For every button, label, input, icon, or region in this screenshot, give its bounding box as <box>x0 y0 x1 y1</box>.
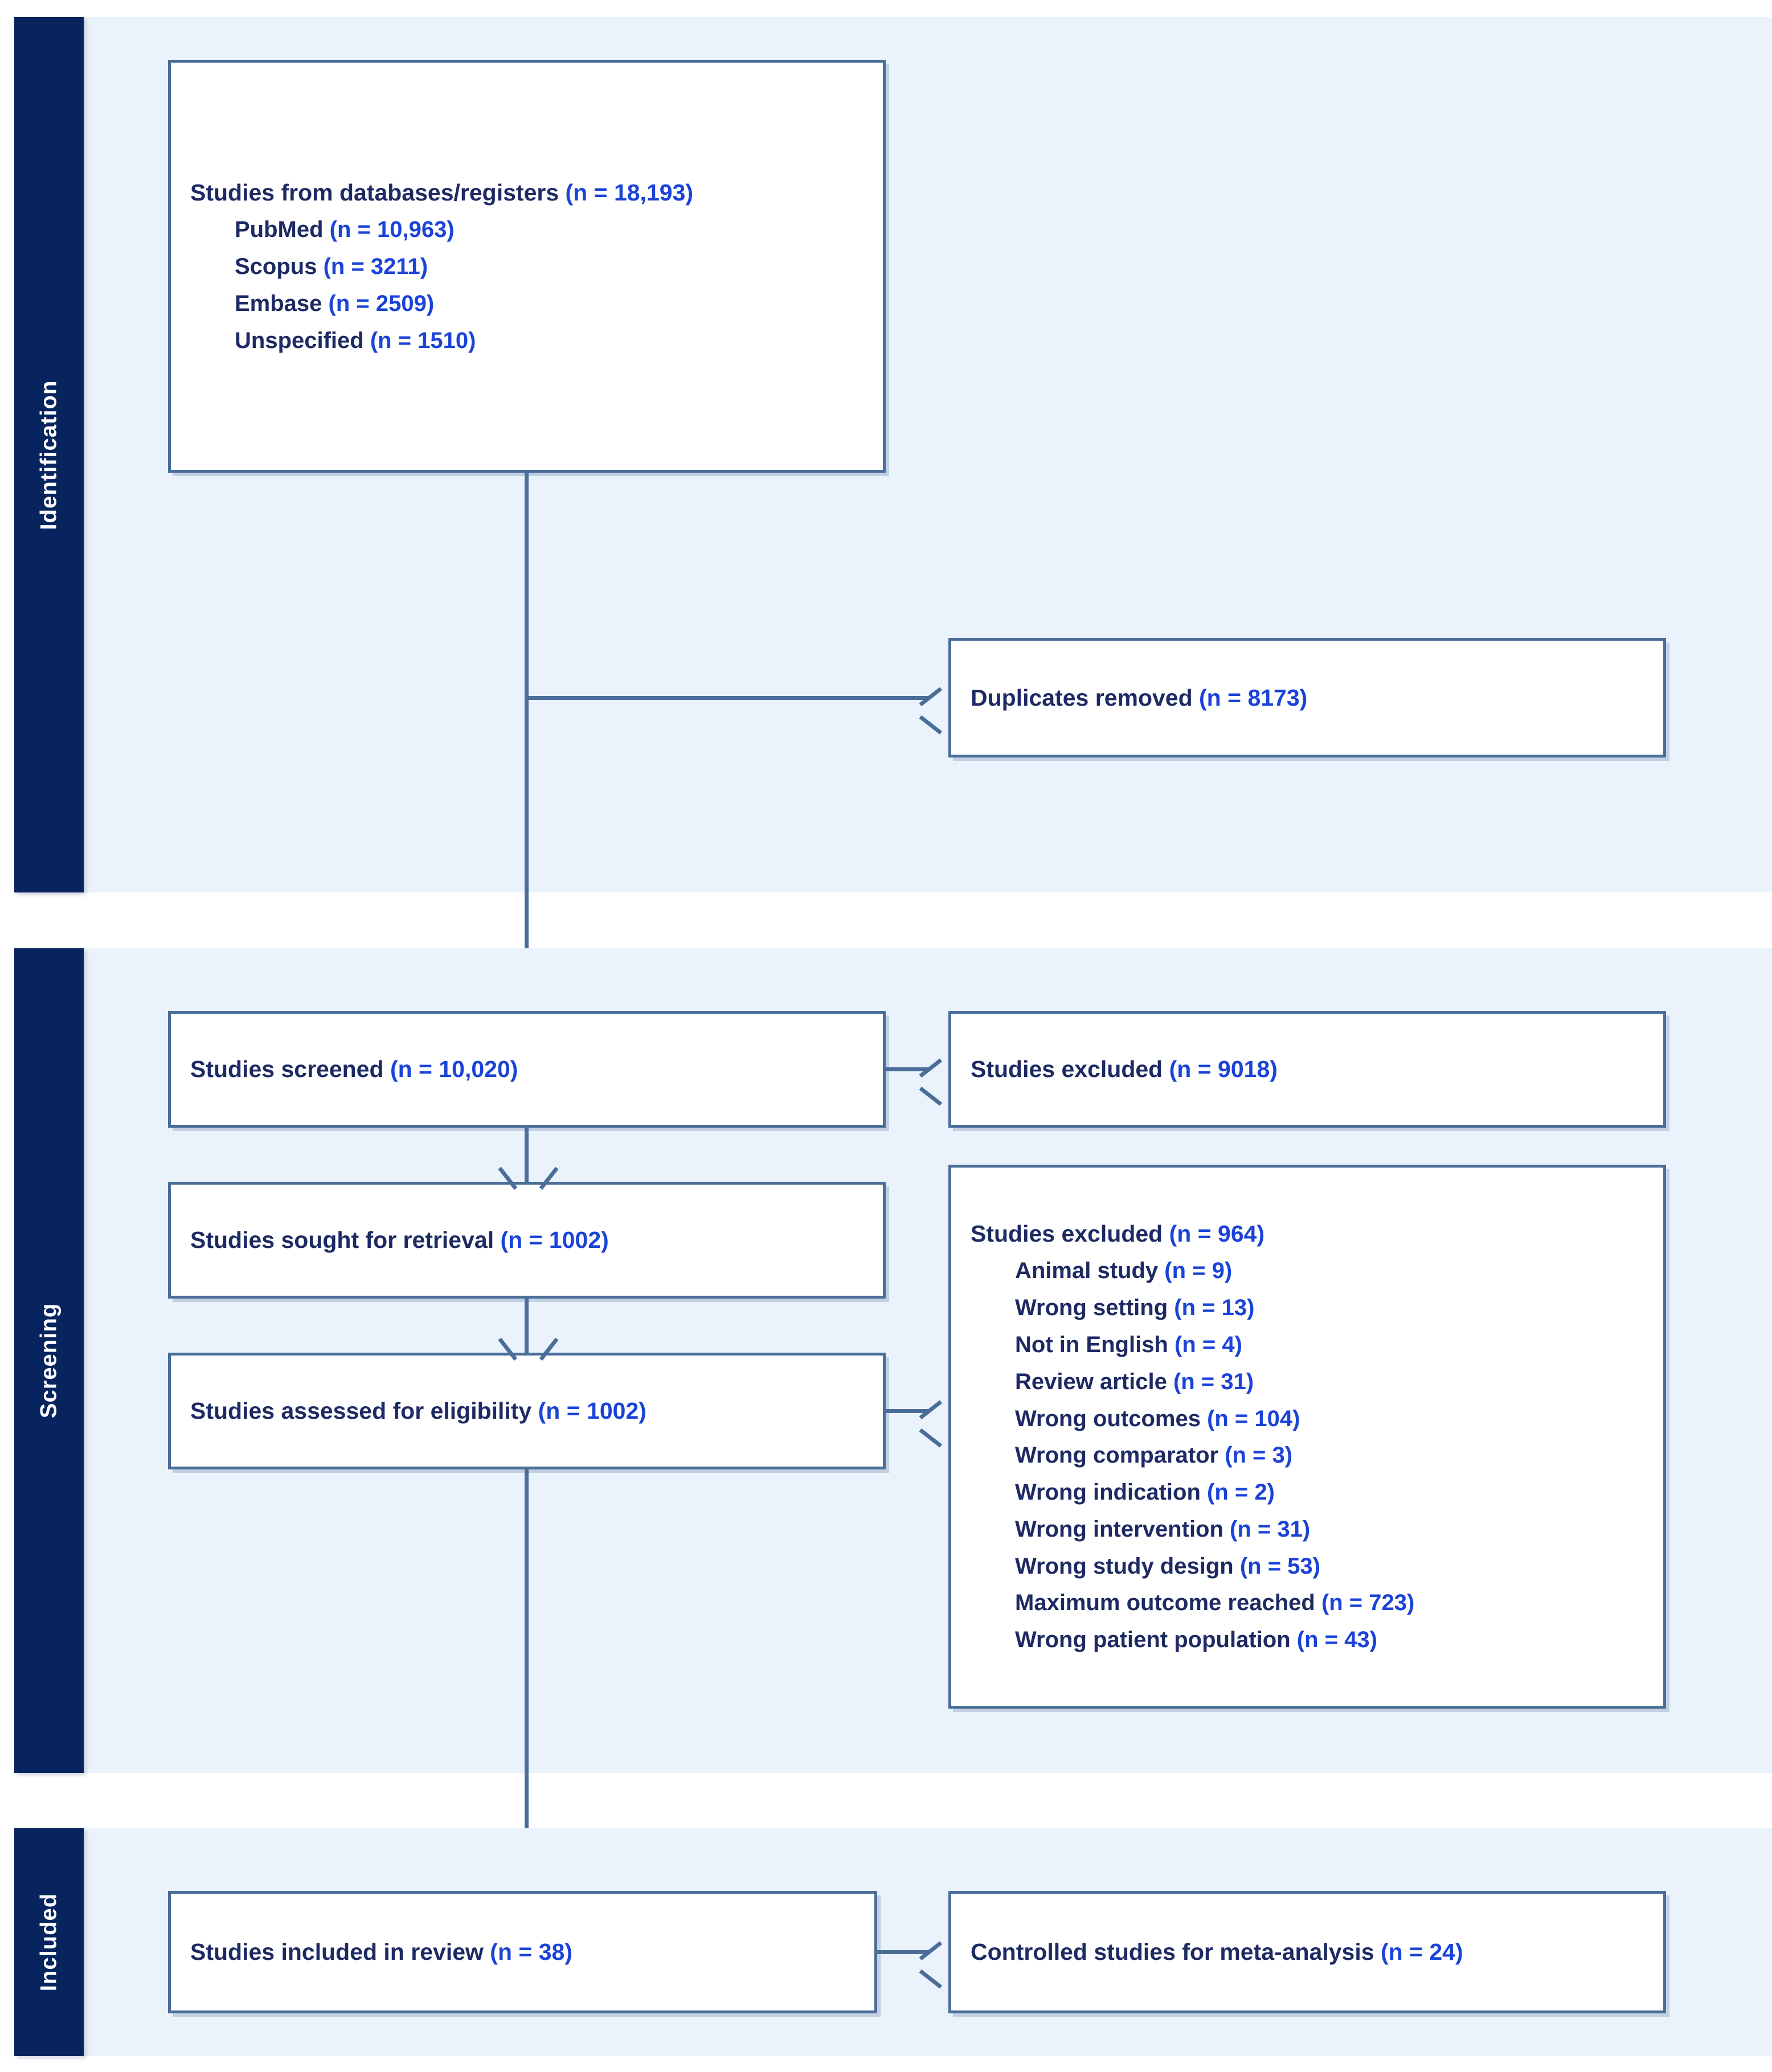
source-item-unspecified: Unspecified (n = 1510) <box>235 327 476 353</box>
stage-bar-included: Included <box>14 1828 84 2056</box>
node-sought-for-retrieval: Studies sought for retrieval (n = 1002) <box>168 1182 886 1299</box>
records-identified-title: Studies from databases/registers (n = 18… <box>190 179 694 206</box>
node-studies-excluded-eligibility: Studies excluded (n = 964) Animal study … <box>948 1165 1666 1709</box>
node-studies-screened: Studies screened (n = 10,020) <box>168 1011 886 1128</box>
node-assessed-for-eligibility: Studies assessed for eligibility (n = 10… <box>168 1353 886 1469</box>
connector-to-meta-analysis <box>877 1950 928 1954</box>
studies-excluded-eligibility-title: Studies excluded (n = 964) <box>971 1220 1265 1247</box>
exclusion-reason-maximum-outcome-reached: Maximum outcome reached (n = 723) <box>1015 1590 1415 1616</box>
connector-identification-spine <box>525 473 529 1021</box>
exclusion-reason-review-article: Review article (n = 31) <box>1015 1369 1254 1394</box>
node-records-identified: Studies from databases/registers (n = 18… <box>168 60 886 473</box>
studies-screened-title: Studies screened (n = 10,020) <box>190 1056 518 1083</box>
connector-retrieval-to-eligibility <box>525 1299 529 1353</box>
source-item-scopus: Scopus (n = 3211) <box>235 253 428 279</box>
assessed-for-eligibility-title: Studies assessed for eligibility (n = 10… <box>190 1398 646 1424</box>
node-studies-excluded-screening: Studies excluded (n = 9018) <box>948 1011 1666 1128</box>
connector-to-duplicates-removed <box>525 696 928 700</box>
studies-excluded-screening-title: Studies excluded (n = 9018) <box>971 1056 1278 1083</box>
stage-label-identification: Identification <box>36 380 62 530</box>
exclusion-reason-animal-study: Animal study (n = 9) <box>1015 1258 1233 1284</box>
exclusion-reason-wrong-intervention: Wrong intervention (n = 31) <box>1015 1516 1311 1542</box>
exclusion-reason-wrong-comparator: Wrong comparator (n = 3) <box>1015 1443 1293 1468</box>
included-in-review-title: Studies included in review (n = 38) <box>190 1939 572 1965</box>
node-duplicates-removed: Duplicates removed (n = 8173) <box>948 638 1666 757</box>
stage-label-screening: Screening <box>36 1303 62 1419</box>
duplicates-removed-title: Duplicates removed (n = 8173) <box>971 684 1308 711</box>
meta-analysis-title: Controlled studies for meta-analysis (n … <box>971 1939 1463 1965</box>
connector-to-studies-excluded-screening <box>886 1067 928 1071</box>
exclusion-reason-wrong-indication: Wrong indication (n = 2) <box>1015 1480 1275 1505</box>
sought-for-retrieval-title: Studies sought for retrieval (n = 1002) <box>190 1227 609 1254</box>
exclusion-reason-wrong-outcomes: Wrong outcomes (n = 104) <box>1015 1406 1300 1431</box>
source-item-embase: Embase (n = 2509) <box>235 290 435 316</box>
source-item-pubmed: PubMed (n = 10,963) <box>235 217 455 243</box>
exclusion-reason-wrong-patient-population: Wrong patient population (n = 43) <box>1015 1627 1377 1653</box>
exclusion-reason-wrong-setting: Wrong setting (n = 13) <box>1015 1295 1255 1321</box>
exclusion-reason-wrong-study-design: Wrong study design (n = 53) <box>1015 1553 1320 1579</box>
node-included-in-review: Studies included in review (n = 38) <box>168 1891 877 2013</box>
stage-bar-identification: Identification <box>14 17 84 892</box>
connector-screened-to-retrieval <box>525 1128 529 1182</box>
stage-bar-screening: Screening <box>14 948 84 1773</box>
node-meta-analysis: Controlled studies for meta-analysis (n … <box>948 1891 1666 2013</box>
stage-label-included: Included <box>36 1893 62 1992</box>
exclusion-reason-not-in-english: Not in English (n = 4) <box>1015 1332 1242 1357</box>
connector-eligibility-to-included <box>525 1469 529 1891</box>
connector-to-studies-excluded-eligibility <box>886 1409 928 1413</box>
